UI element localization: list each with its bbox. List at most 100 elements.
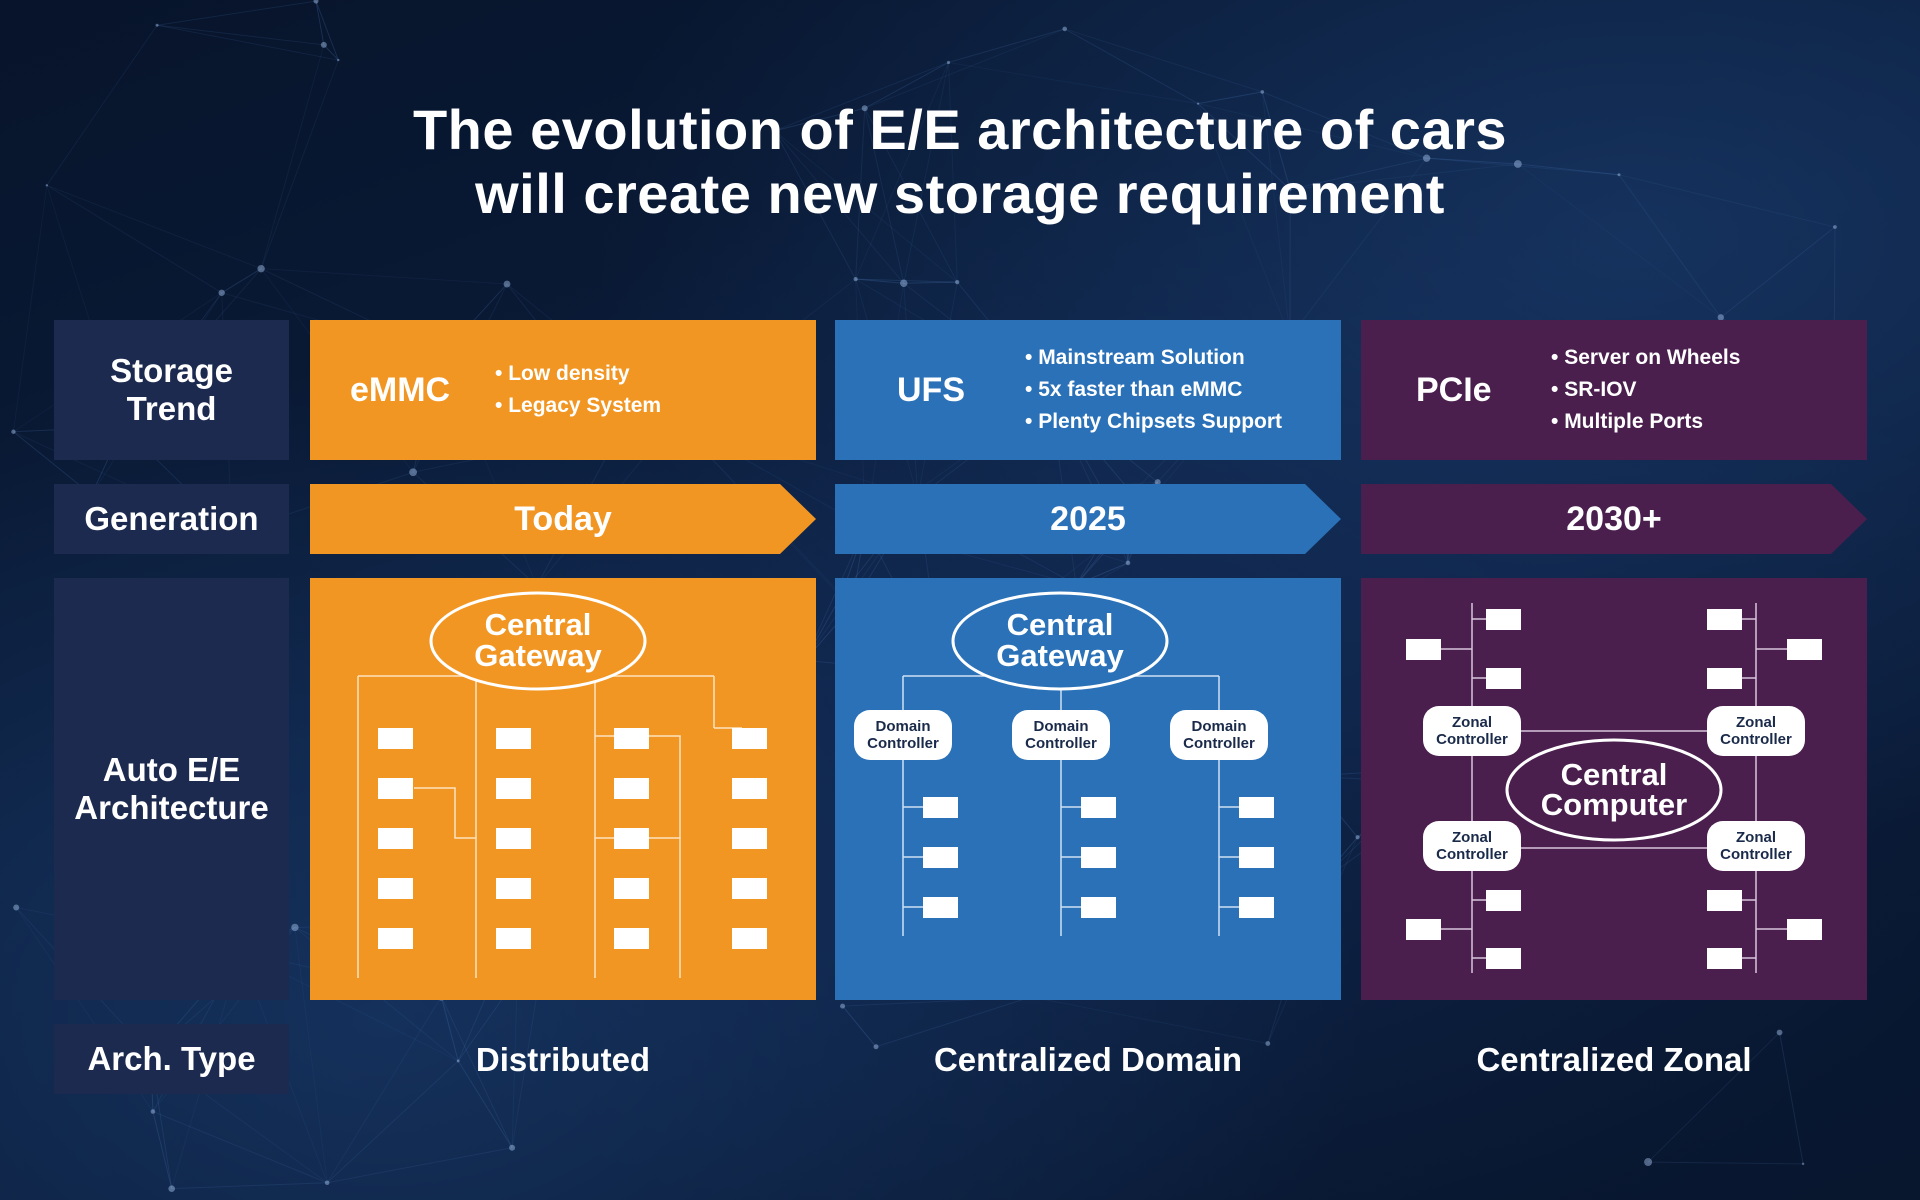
bullet-item: Low density bbox=[495, 358, 661, 390]
controller-label-line-2: Controller bbox=[1183, 735, 1255, 752]
network-line bbox=[1031, 996, 1268, 1044]
network-dot bbox=[1717, 314, 1725, 321]
network-dot bbox=[840, 1003, 846, 1009]
network-dot bbox=[861, 105, 868, 112]
controller-label-line-2: Controller bbox=[1720, 846, 1792, 863]
network-line bbox=[903, 62, 950, 284]
network-dot bbox=[946, 60, 951, 65]
network-line bbox=[855, 278, 958, 283]
page-title: The evolution of E/E architecture of car… bbox=[0, 98, 1920, 226]
row-label-arch-type: Arch. Type bbox=[54, 1024, 289, 1094]
storage-name: PCIe bbox=[1416, 370, 1492, 409]
storage-bullets: Server on Wheels SR-IOV Multiple Ports bbox=[1551, 342, 1740, 438]
network-dot bbox=[503, 280, 511, 288]
network-line bbox=[46, 184, 262, 270]
network-line bbox=[948, 28, 1065, 63]
network-dot bbox=[1062, 26, 1068, 32]
network-line bbox=[221, 268, 262, 294]
hub-label-line-2: Gateway bbox=[996, 638, 1124, 673]
network-line bbox=[1618, 174, 1722, 318]
network-dot bbox=[218, 289, 225, 296]
controller-label-line-1: Zonal bbox=[1452, 829, 1492, 846]
network-line bbox=[1517, 163, 1722, 318]
network-line bbox=[1262, 91, 1427, 159]
network-dot bbox=[1125, 560, 1131, 566]
network-line bbox=[1290, 157, 1427, 191]
network-line bbox=[774, 107, 865, 132]
network-line bbox=[1648, 1161, 1804, 1165]
network-dot bbox=[1196, 102, 1200, 105]
generation-arrow-2025: 2025 bbox=[835, 484, 1341, 554]
network-line bbox=[1618, 174, 1836, 228]
controller-label-line-1: Domain bbox=[1191, 718, 1246, 735]
generation-arrow-2030: 2030+ bbox=[1361, 484, 1867, 554]
network-dot bbox=[1154, 479, 1161, 486]
bus-lines bbox=[902, 675, 1239, 936]
network-line bbox=[294, 927, 328, 1183]
network-dot bbox=[955, 279, 960, 285]
network-line bbox=[774, 130, 958, 283]
network-line bbox=[171, 1182, 328, 1190]
network-line bbox=[864, 108, 905, 284]
bullet-item: Legacy System bbox=[495, 390, 661, 422]
centralized-domain-diagram: Central Gateway Domain Controller Domain… bbox=[854, 591, 1274, 936]
network-line bbox=[1290, 163, 1518, 191]
network-dot bbox=[257, 264, 265, 273]
ecu-blocks bbox=[378, 728, 767, 949]
arch-type-distributed: Distributed bbox=[475, 1041, 651, 1078]
network-dot bbox=[291, 923, 299, 932]
network-line bbox=[774, 61, 949, 132]
network-line bbox=[1647, 1032, 1780, 1163]
network-line bbox=[326, 1060, 459, 1184]
controller-label-line-1: Zonal bbox=[1452, 714, 1492, 731]
generation-arrow-today: Today bbox=[310, 484, 816, 554]
network-line bbox=[1426, 157, 1620, 176]
network-dot bbox=[1644, 1158, 1653, 1167]
ecu-blocks bbox=[1406, 609, 1822, 969]
central-gateway-node bbox=[429, 591, 647, 691]
controller-label-line-2: Controller bbox=[1025, 735, 1097, 752]
storage-trend-line-1: Storage bbox=[110, 352, 233, 389]
auto-ee-line-2: Architecture bbox=[74, 789, 269, 826]
hub-label-line-2: Gateway bbox=[474, 638, 602, 673]
zonal-controller-top-left: Zonal Controller bbox=[1423, 706, 1521, 756]
network-dot bbox=[409, 468, 418, 477]
network-line bbox=[46, 24, 158, 186]
bullet-item: Multiple Ports bbox=[1551, 406, 1740, 438]
network-dot bbox=[324, 1180, 330, 1186]
hub-label-line-1: Central bbox=[1561, 757, 1668, 792]
network-line bbox=[1197, 103, 1427, 159]
storage-bullets: Mainstream Solution 5x faster than eMMC … bbox=[1025, 342, 1282, 438]
network-dot bbox=[1801, 1162, 1805, 1166]
network-line bbox=[774, 130, 857, 280]
network-line bbox=[260, 59, 339, 269]
network-line bbox=[261, 268, 508, 285]
bullet-item: SR-IOV bbox=[1551, 374, 1740, 406]
hub-label-line-1: Central bbox=[485, 607, 592, 642]
storage-trend-line-2: Trend bbox=[126, 390, 217, 427]
network-line bbox=[875, 996, 1032, 1048]
network-line bbox=[1426, 157, 1518, 165]
network-line bbox=[1197, 103, 1291, 338]
storage-bullets: Low density Legacy System bbox=[495, 358, 661, 422]
title-line-1: The evolution of E/E architecture of car… bbox=[412, 98, 1508, 161]
network-line bbox=[1779, 1032, 1804, 1164]
network-line bbox=[864, 28, 1065, 109]
storage-trend-ufs: UFS Mainstream Solution 5x faster than e… bbox=[835, 320, 1341, 460]
controller-label-line-1: Domain bbox=[875, 718, 930, 735]
network-line bbox=[948, 62, 958, 283]
network-dot bbox=[313, 0, 319, 4]
title-line-2: will create new storage requirement bbox=[475, 162, 1445, 225]
network-dot bbox=[456, 1059, 460, 1063]
network-line bbox=[152, 1111, 328, 1184]
network-line bbox=[1289, 157, 1428, 338]
bus-lines bbox=[357, 675, 742, 978]
architecture-centralized-zonal-panel: Central Computer Zonal Controller Zonal … bbox=[1361, 578, 1867, 1000]
arch-type-centralized-zonal: Centralized Zonal bbox=[1476, 1041, 1752, 1078]
network-dot bbox=[13, 904, 20, 911]
network-line bbox=[1261, 91, 1291, 338]
network-dot bbox=[1833, 225, 1837, 229]
hub-label-line-2: Computer bbox=[1541, 787, 1687, 822]
network-line bbox=[1517, 163, 1620, 176]
network-line bbox=[440, 996, 459, 1062]
